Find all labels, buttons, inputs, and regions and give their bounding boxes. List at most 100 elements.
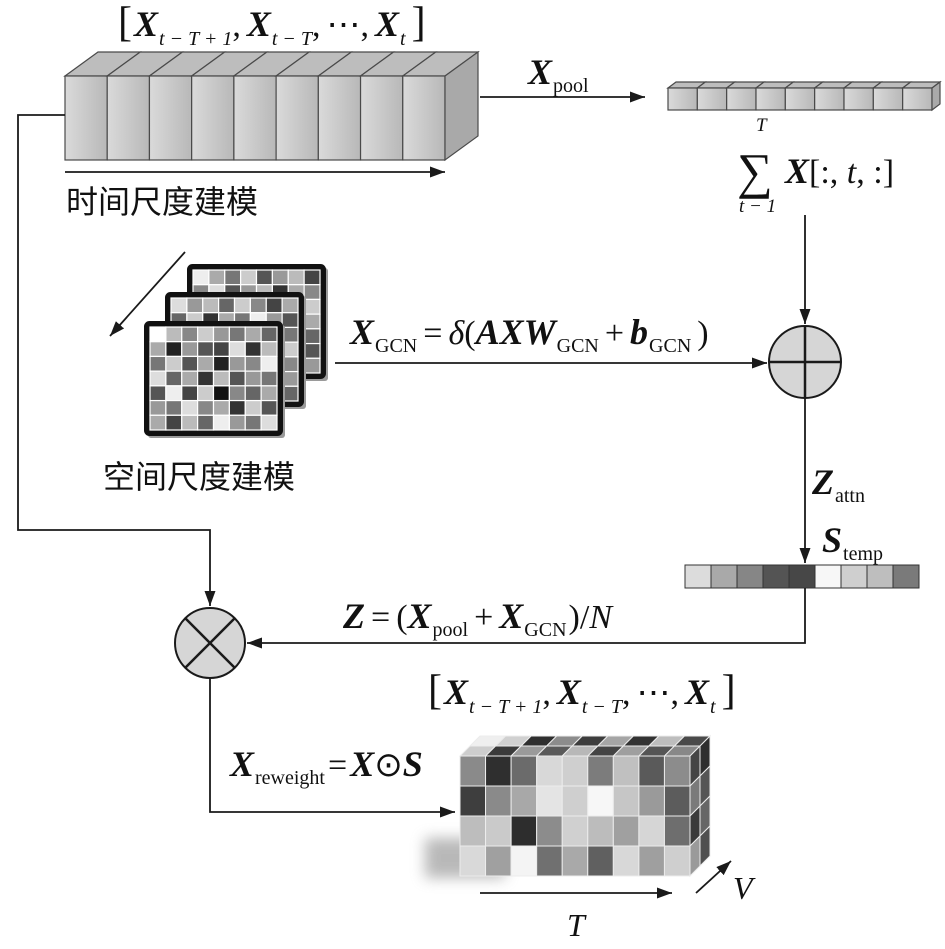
tensor-front-cell (638, 815, 665, 847)
heatmap-cell (303, 313, 321, 330)
heatmap-cell (181, 326, 199, 343)
heatmap-cell (260, 341, 278, 358)
heatmap-cell (281, 297, 299, 314)
tensor-front-cell (536, 815, 563, 847)
time-step-block (359, 75, 404, 161)
heatmap-cell (197, 399, 215, 416)
sequence-var: X (556, 672, 582, 712)
tensor-front-cell (561, 785, 589, 817)
circle-times-icon (174, 607, 246, 679)
pooled-cell (872, 87, 904, 111)
sum-index-close: , :] (856, 154, 894, 191)
temporal-weight-cell (710, 564, 738, 589)
tensor-front-cell (638, 785, 665, 817)
heatmap-cell (149, 370, 167, 387)
temporal-weight-label: Stemp (822, 520, 883, 565)
heatmap-cell (260, 385, 278, 402)
heatmap-cell (181, 341, 199, 358)
heatmap-cell (165, 385, 183, 402)
pool-var: X (527, 52, 553, 92)
heatmap-cell (197, 414, 215, 431)
heatmap-cell (192, 269, 210, 286)
sequence-subscript: t (710, 696, 716, 718)
heatmap-cell (181, 370, 199, 387)
time-step-block (148, 75, 193, 161)
heatmap-cell (287, 269, 305, 286)
weights-to-multiply-arrow (247, 588, 806, 649)
tensor-front-cell (510, 755, 538, 787)
heatmap-cell (228, 355, 246, 372)
heatmap-cell (181, 414, 199, 431)
heatmap-cell (303, 328, 321, 345)
sequence-subscript: t − T + 1 (469, 696, 542, 718)
temporal-weight-cell (814, 564, 842, 589)
combined-open-paren: ( (396, 599, 407, 636)
output-sequence-label: [Xt − T + 1,Xt − T,⋯,Xt] (428, 668, 736, 718)
sum-var: X (784, 151, 810, 191)
bracket-close: ] (412, 0, 426, 46)
tensor-front-cell (587, 785, 614, 817)
sequence-var: X (443, 672, 469, 712)
sequence-var: X (133, 4, 159, 44)
heatmap-cell (228, 370, 246, 387)
tensor-front-cell (612, 785, 640, 817)
combined-term2-var: X (498, 596, 524, 636)
reweight-equals: = (328, 747, 347, 784)
temporal-modeling-caption: 时间尺度建模 (66, 183, 258, 221)
time-axis-label: T (567, 907, 587, 943)
gcn-activation: δ (448, 315, 465, 352)
sequence-comma: , (312, 7, 321, 44)
heatmap-cell (197, 385, 215, 402)
gcn-formula: XGCN=δ(AXWGCN+bGCN) (349, 312, 709, 357)
tensor-front-cell (587, 815, 614, 847)
sequence-subscript: t − T (272, 28, 314, 50)
tensor-front-cell (638, 755, 665, 787)
tensor-front-cell (536, 845, 563, 877)
heatmap-cell (212, 414, 230, 431)
tensor-front-cell (638, 845, 665, 877)
combined-close: )/ (569, 599, 590, 636)
heatmap-cell (303, 269, 321, 286)
gcn-weights: AXW (474, 312, 559, 352)
gcn-bias: b (630, 312, 648, 352)
heatmap-cell (240, 269, 258, 286)
combined-equals: = (371, 599, 390, 636)
heatmap-cell (149, 326, 167, 343)
pooled-cell (755, 87, 786, 111)
time-step-block (233, 75, 277, 161)
heatmap-cell (260, 370, 278, 387)
time-step-block (191, 75, 235, 161)
time-step-block (275, 75, 319, 161)
heatmap-cell (224, 269, 242, 286)
temporal-weight-cell (788, 564, 816, 589)
heatmap-cell (260, 414, 278, 431)
tensor-front-cell (561, 845, 589, 877)
tensor-front-cell (587, 755, 614, 787)
sequence-comma: , (622, 675, 631, 712)
temporal-weight-cell (892, 564, 920, 589)
tensor-front-cell (510, 785, 538, 817)
heatmap-cell (165, 399, 183, 416)
pooled-cell (843, 87, 874, 111)
heatmap-cell (197, 341, 215, 358)
node-axis-label: V (733, 870, 756, 906)
heatmap-cell (181, 355, 199, 372)
temporal-weight-strip (684, 564, 920, 589)
tensor-front-cell (459, 815, 487, 847)
sequence-subscript: t − T + 1 (159, 28, 232, 50)
heatmap-cell (149, 341, 167, 358)
heatmap-cell (303, 284, 321, 301)
gcn-equals: = (423, 315, 442, 352)
gcn-lhs-subscript: GCN (375, 335, 417, 357)
heatmap-cell (170, 297, 188, 314)
attention-label: Zattn (811, 462, 865, 507)
gcn-plus: + (605, 315, 624, 352)
tensor-front-cell (485, 785, 512, 817)
heatmap-cell (228, 399, 246, 416)
heatmap-cell (244, 385, 262, 402)
heatmap-cell (208, 269, 226, 286)
reweight-rhs-s: S (403, 744, 423, 784)
heatmap-cell (197, 326, 215, 343)
input-skip-arrow (17, 114, 216, 606)
